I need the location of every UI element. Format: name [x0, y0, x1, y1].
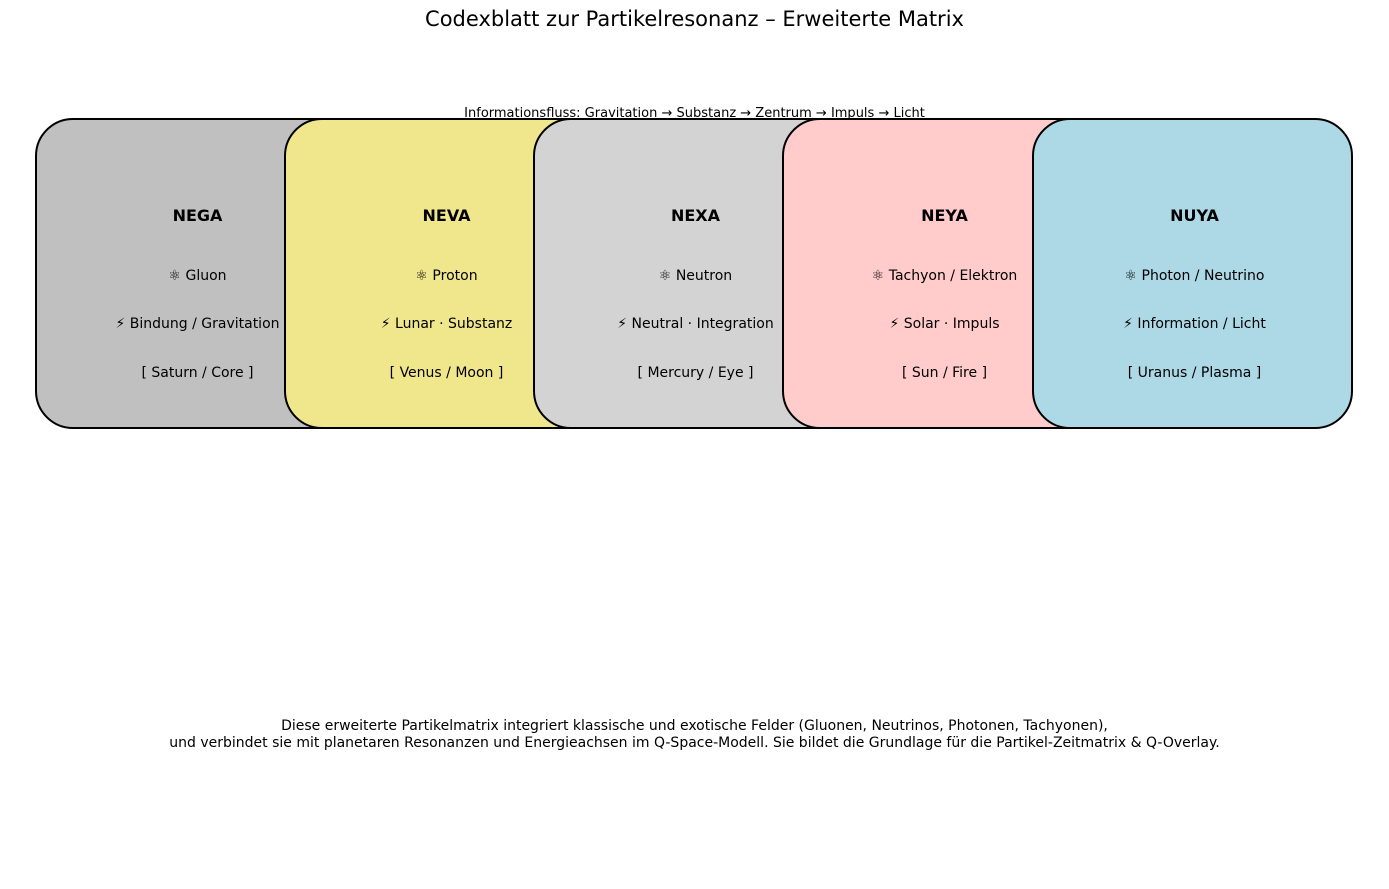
card-nuya: NUYA ⚛ Photon / Neutrino ⚡ Information /…	[1032, 118, 1353, 429]
planet-label: [ Mercury / Eye ]	[637, 365, 754, 381]
energy-label: ⚡ Lunar · Substanz	[380, 316, 513, 332]
particle-label: ⚛ Gluon	[168, 268, 227, 284]
card-title: NUYA	[1170, 206, 1219, 225]
energy-label: ⚡ Solar · Impuls	[889, 316, 1000, 332]
energy-label: ⚡ Neutral · Integration	[617, 316, 774, 332]
information-flow-caption: Informationsfluss: Gravitation → Substan…	[464, 106, 925, 121]
description-line-1: Diese erweiterte Partikelmatrix integrie…	[281, 718, 1108, 734]
description-line-2: und verbindet sie mit planetaren Resonan…	[169, 735, 1220, 751]
planet-label: [ Sun / Fire ]	[901, 365, 988, 381]
card-title: NEYA	[921, 206, 968, 225]
particle-label: ⚛ Proton	[415, 268, 478, 284]
particle-label: ⚛ Photon / Neutrino	[1124, 268, 1265, 284]
card-title: NEXA	[670, 206, 721, 225]
particle-label: ⚛ Tachyon / Elektron	[871, 268, 1018, 284]
planet-label: [ Venus / Moon ]	[389, 365, 504, 381]
card-title: NEVA	[422, 206, 471, 225]
particle-label: ⚛ Neutron	[658, 268, 733, 284]
planet-label: [ Saturn / Core ]	[141, 365, 254, 381]
energy-label: ⚡ Bindung / Gravitation	[115, 316, 280, 332]
description-footer: Diese erweiterte Partikelmatrix integrie…	[0, 718, 1389, 752]
page-title: Codexblatt zur Partikelresonanz – Erweit…	[425, 7, 964, 31]
card-title: NEGA	[172, 206, 223, 225]
energy-label: ⚡ Information / Licht	[1123, 316, 1266, 332]
planet-label: [ Uranus / Plasma ]	[1127, 365, 1262, 381]
